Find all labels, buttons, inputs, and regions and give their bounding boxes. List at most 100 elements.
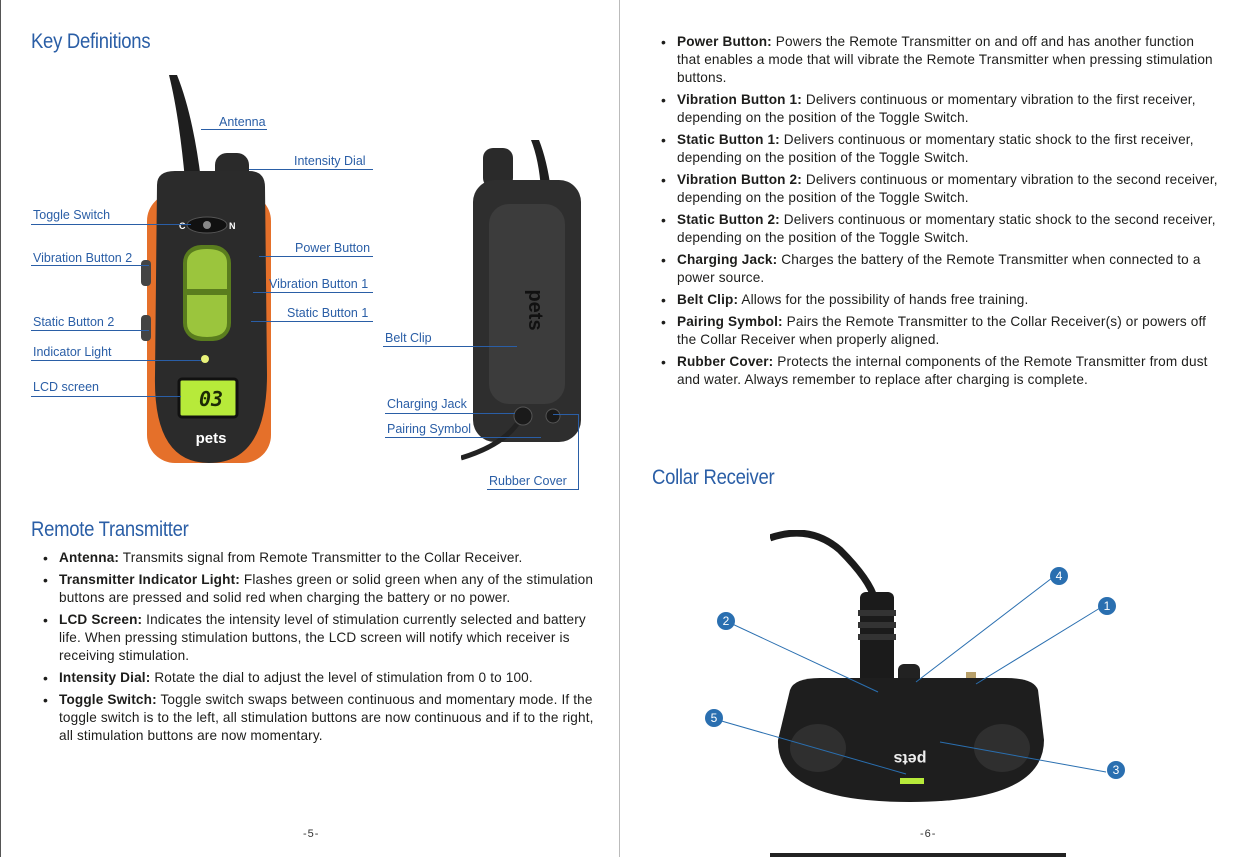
list-item-term: Static Button 1: <box>677 132 780 147</box>
callout-belt-clip-line <box>383 346 517 347</box>
list-item-text: Delivers continuous or momentary vibrati… <box>677 172 1218 205</box>
list-item-text: Rotate the dial to adjust the level of s… <box>150 670 533 685</box>
list-item-text: Powers the Remote Transmitter on and off… <box>677 34 1213 85</box>
list-item-term: Vibration Button 2: <box>677 172 802 187</box>
component-definitions-list: Power Button: Powers the Remote Transmit… <box>659 33 1219 393</box>
list-item-text: Indicates the intensity level of stimula… <box>59 612 586 663</box>
callout-toggle-switch-line <box>31 224 191 225</box>
list-item: Power Button: Powers the Remote Transmit… <box>659 33 1219 87</box>
callout-rubber-cover-line-top <box>553 414 579 415</box>
callout-toggle-switch: Toggle Switch <box>33 208 111 222</box>
callout-intensity-dial-line <box>249 169 373 170</box>
callout-belt-clip: Belt Clip <box>385 331 432 345</box>
callout-static-button-1-line <box>251 321 373 322</box>
callout-lcd-screen: LCD screen <box>33 380 99 394</box>
list-item: Toggle Switch: Toggle switch swaps betwe… <box>41 691 597 745</box>
list-item: Vibration Button 2: Delivers continuous … <box>659 171 1219 207</box>
list-item: Vibration Button 1: Delivers continuous … <box>659 91 1219 127</box>
callout-lcd-screen-line <box>31 396 181 397</box>
transmitter-front-image: C N 03 pets <box>141 75 271 463</box>
collar-receiver-title: Collar Receiver <box>652 466 775 489</box>
page-number-left: -5- <box>303 828 320 840</box>
lcd-value: 03 <box>199 387 223 411</box>
vibration-button-2-shape <box>141 260 151 286</box>
page-left: Key Definitions C N 03 pets pets <box>0 0 620 857</box>
marker-4: 4 <box>1050 567 1068 585</box>
callout-antenna: Antenna <box>219 115 266 129</box>
vibration-button-1-shape <box>187 249 227 289</box>
list-item-term: Transmitter Indicator Light: <box>59 572 240 587</box>
list-item-term: Rubber Cover: <box>677 354 774 369</box>
page-number-right: -6- <box>920 828 937 840</box>
list-item: LCD Screen: Indicates the intensity leve… <box>41 611 597 665</box>
list-item: Rubber Cover: Protects the internal comp… <box>659 353 1219 389</box>
toggle-n-label: N <box>229 221 236 231</box>
callout-vibration-button-1: Vibration Button 1 <box>269 277 369 291</box>
lcd-screen-shape <box>177 377 239 419</box>
list-item-term: Power Button: <box>677 34 772 49</box>
callout-antenna-line <box>201 129 267 130</box>
callout-vibration-button-2: Vibration Button 2 <box>33 251 133 265</box>
page-right: Power Button: Powers the Remote Transmit… <box>620 0 1240 857</box>
brand-logo-front: pets <box>196 430 227 447</box>
list-item-term: LCD Screen: <box>59 612 143 627</box>
static-button-2-shape <box>141 315 151 341</box>
callout-charging-jack-line <box>385 413 515 414</box>
key-definitions-title: Key Definitions <box>31 30 151 53</box>
list-item-text: Allows for the possibility of hands free… <box>738 292 1029 307</box>
list-item-text: Pairs the Remote Transmitter to the Coll… <box>677 314 1207 347</box>
list-item-term: Antenna: <box>59 550 120 565</box>
callout-rubber-cover: Rubber Cover <box>489 474 567 488</box>
marker-1: 1 <box>1098 597 1116 615</box>
callout-static-button-2: Static Button 2 <box>33 315 115 329</box>
callout-indicator-light-line <box>31 360 201 361</box>
marker-5: 5 <box>705 709 723 727</box>
list-item-text: Flashes green or solid green when any of… <box>59 572 594 605</box>
belt-clip-shape <box>489 204 565 404</box>
list-item-term: Charging Jack: <box>677 252 778 267</box>
list-item: Static Button 2: Delivers continuous or … <box>659 211 1219 247</box>
list-item-text: Protects the internal components of the … <box>677 354 1208 387</box>
toggle-c-label: C <box>179 221 186 231</box>
callout-intensity-dial: Intensity Dial <box>294 154 366 168</box>
receiver-indicator-light <box>900 778 924 784</box>
list-item-term: Intensity Dial: <box>59 670 151 685</box>
list-item: Intensity Dial: Rotate the dial to adjus… <box>41 669 597 687</box>
list-item-term: Pairing Symbol: <box>677 314 783 329</box>
list-item-text: Delivers continuous or momentary vibrati… <box>677 92 1196 125</box>
callout-vibration-button-1-line <box>253 292 373 293</box>
callout-static-button-2-line <box>31 330 149 331</box>
static-button-1-shape <box>187 295 227 337</box>
list-item-text: Toggle switch swaps between continuous a… <box>59 692 594 743</box>
list-item: Static Button 1: Delivers continuous or … <box>659 131 1219 167</box>
callout-power-button: Power Button <box>295 241 371 255</box>
list-item-text: Delivers continuous or momentary static … <box>677 132 1194 165</box>
callout-pairing-symbol-line <box>385 437 541 438</box>
marker-2: 2 <box>717 612 735 630</box>
list-item-term: Vibration Button 1: <box>677 92 802 107</box>
remote-transmitter-list: Antenna: Transmits signal from Remote Tr… <box>41 549 597 749</box>
callout-vibration-button-2-line <box>31 265 149 266</box>
receiver-brand-logo: pets <box>893 750 926 767</box>
collar-receiver-image: pets <box>770 530 1044 802</box>
callout-rubber-cover-line-h <box>487 489 579 490</box>
rubber-cover-shape <box>545 408 561 424</box>
list-item: Pairing Symbol: Pairs the Remote Transmi… <box>659 313 1219 349</box>
callout-pairing-symbol: Pairing Symbol <box>387 422 472 436</box>
list-item-term: Static Button 2: <box>677 212 780 227</box>
list-item-text: Transmits signal from Remote Transmitter… <box>119 550 523 565</box>
charging-jack-shape <box>513 406 533 426</box>
callout-static-button-1: Static Button 1 <box>287 306 369 320</box>
list-item-text: Charges the battery of the Remote Transm… <box>677 252 1201 285</box>
callout-indicator-light: Indicator Light <box>33 345 112 359</box>
list-item: Antenna: Transmits signal from Remote Tr… <box>41 549 597 567</box>
list-item-term: Toggle Switch: <box>59 692 157 707</box>
marker-3: 3 <box>1107 761 1125 779</box>
list-item: Transmitter Indicator Light: Flashes gre… <box>41 571 597 607</box>
list-item-text: Delivers continuous or momentary static … <box>677 212 1216 245</box>
callout-charging-jack: Charging Jack <box>387 397 467 411</box>
callout-power-button-line <box>259 256 373 257</box>
list-item: Charging Jack: Charges the battery of th… <box>659 251 1219 287</box>
brand-logo-back: pets <box>524 289 546 330</box>
remote-transmitter-title: Remote Transmitter <box>31 518 189 541</box>
